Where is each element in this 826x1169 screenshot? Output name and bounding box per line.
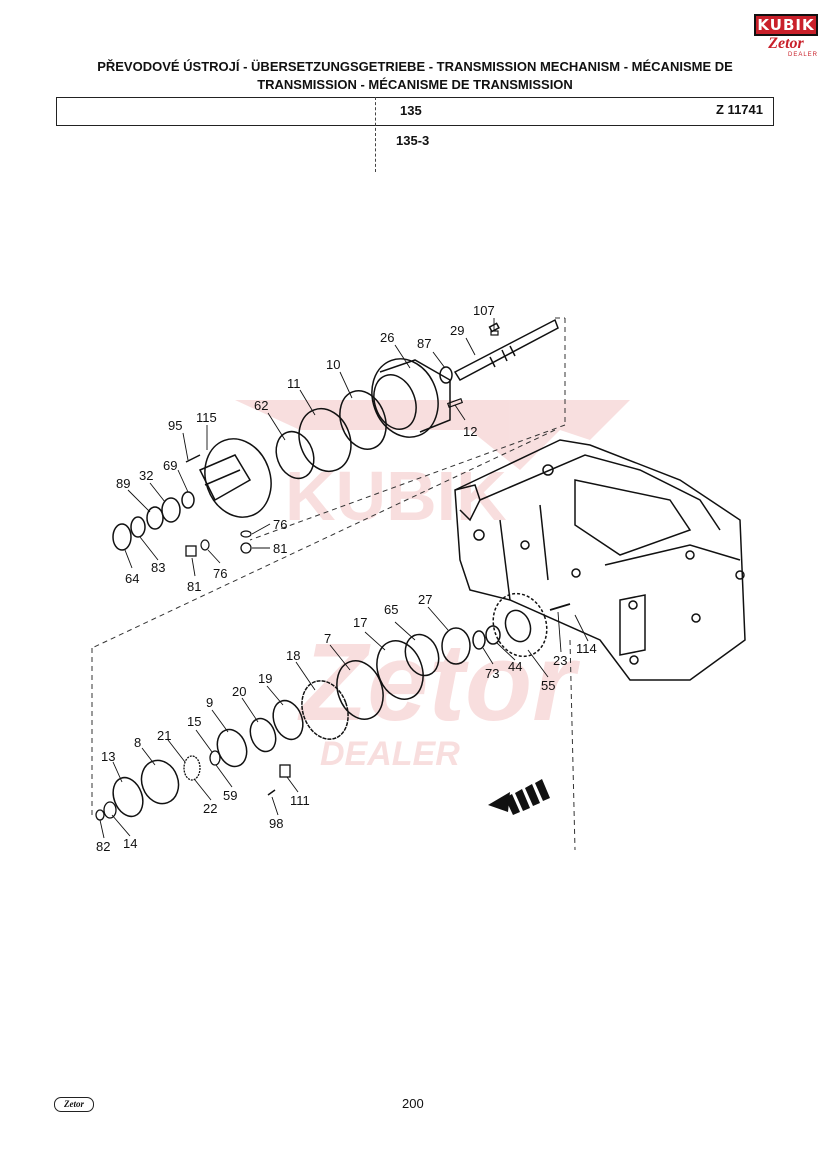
callout-114: 114 (576, 641, 597, 656)
bolt-23 (549, 603, 571, 611)
callout-81-upper: 81 (273, 541, 287, 556)
subgroup-code: 135-3 (396, 133, 430, 148)
snap-ring-65 (404, 633, 440, 677)
callout-44: 44 (508, 659, 522, 674)
ring-82 (95, 809, 105, 821)
group-code: 135 (400, 103, 422, 118)
seal-13 (112, 776, 144, 818)
plate-10 (339, 390, 387, 450)
zetor-logo-text: Zetor (768, 35, 804, 52)
callout-76-lower: 76 (213, 566, 227, 581)
fitting-111 (279, 764, 291, 778)
dealer-watermark: KUBIK Zetor DEALER (235, 400, 630, 773)
callout-23: 23 (553, 653, 567, 668)
callout-95: 95 (168, 418, 182, 433)
bearing-73 (472, 630, 486, 650)
drawing-number: Z 11741 (716, 102, 763, 117)
callout-76-upper: 76 (273, 517, 287, 532)
ring-19 (272, 699, 304, 741)
ring-14 (103, 801, 117, 819)
callout-17: 17 (353, 615, 367, 630)
callout-64: 64 (125, 571, 139, 586)
callout-55: 55 (541, 678, 555, 693)
shaft-29 (453, 318, 559, 381)
callout-87: 87 (417, 336, 431, 351)
ring-83 (130, 516, 146, 538)
callout-9: 9 (206, 695, 213, 710)
callout-22: 22 (203, 801, 217, 816)
callout-73: 73 (485, 666, 499, 681)
ring-69 (181, 491, 195, 509)
part-callouts: 107 29 26 87 10 11 12 62 95 115 32 69 89… (96, 303, 597, 854)
page-title: PŘEVODOVÉ ÚSTROJÍ - ÜBERSETZUNGSGETRIEBE… (97, 59, 733, 92)
callout-18: 18 (286, 648, 300, 663)
direction-arrow (488, 779, 550, 815)
watermark-dealer: DEALER (320, 735, 460, 773)
assembly-lines (91, 317, 576, 851)
callout-15: 15 (187, 714, 201, 729)
header-box (56, 97, 774, 126)
callout-27: 27 (418, 592, 432, 607)
plug-81-b (185, 545, 197, 557)
ring-20 (249, 717, 277, 753)
callout-107: 107 (473, 303, 495, 318)
dealer-logo-text: DEALER (787, 52, 818, 58)
plate-18 (301, 680, 349, 740)
callout-12: 12 (463, 424, 477, 439)
watermark-zetor: Zetor (297, 621, 580, 744)
ring-64 (112, 523, 132, 551)
callout-29: 29 (450, 323, 464, 338)
ring-59 (209, 750, 221, 766)
callout-11: 11 (287, 376, 301, 391)
key-12 (446, 397, 464, 409)
callout-62: 62 (254, 398, 268, 413)
callout-98: 98 (269, 816, 283, 831)
bolt-95 (185, 454, 201, 463)
transmission-housing (454, 439, 746, 681)
key-107 (490, 330, 499, 336)
footer-zetor-logo: Zetor (54, 1097, 94, 1112)
callout-26: 26 (380, 330, 394, 345)
page-number: 200 (402, 1096, 424, 1111)
snap-ring-62 (275, 430, 315, 480)
callout-111: 111 (290, 793, 310, 808)
callout-8: 8 (134, 735, 141, 750)
callout-10: 10 (326, 357, 340, 372)
callout-59: 59 (223, 788, 237, 803)
callout-89: 89 (116, 476, 130, 491)
plate-11 (298, 407, 352, 473)
gear-22 (183, 755, 201, 781)
header-divider (375, 97, 376, 172)
o-ring-76-b (200, 539, 210, 551)
plate-7 (336, 660, 384, 720)
pin-98 (267, 789, 276, 796)
callout-81-lower: 81 (187, 579, 201, 594)
callout-32: 32 (139, 468, 153, 483)
ring-87 (439, 366, 453, 384)
callout-21: 21 (157, 728, 171, 743)
cover-flange (198, 438, 272, 518)
callout-19: 19 (258, 671, 272, 686)
callout-14: 14 (123, 836, 137, 851)
bearing-89 (146, 506, 164, 530)
gear-55 (492, 592, 548, 658)
callout-83: 83 (151, 560, 165, 575)
ring-44 (485, 625, 501, 645)
leader-lines (99, 318, 589, 839)
plug-81-a (240, 542, 252, 554)
callout-82: 82 (96, 839, 110, 854)
kubik-zetor-logo: KUBIK Zetor DEALER (754, 14, 818, 58)
callout-20: 20 (232, 684, 246, 699)
callout-13: 13 (101, 749, 115, 764)
hub-27 (441, 627, 471, 665)
bearing-32 (161, 497, 181, 523)
o-ring-76-a (240, 530, 252, 538)
callout-69: 69 (163, 458, 177, 473)
callout-115: 115 (196, 410, 217, 425)
callout-65: 65 (384, 602, 398, 617)
callout-7: 7 (324, 631, 331, 646)
kubik-logo-text: KUBIK (754, 14, 818, 36)
